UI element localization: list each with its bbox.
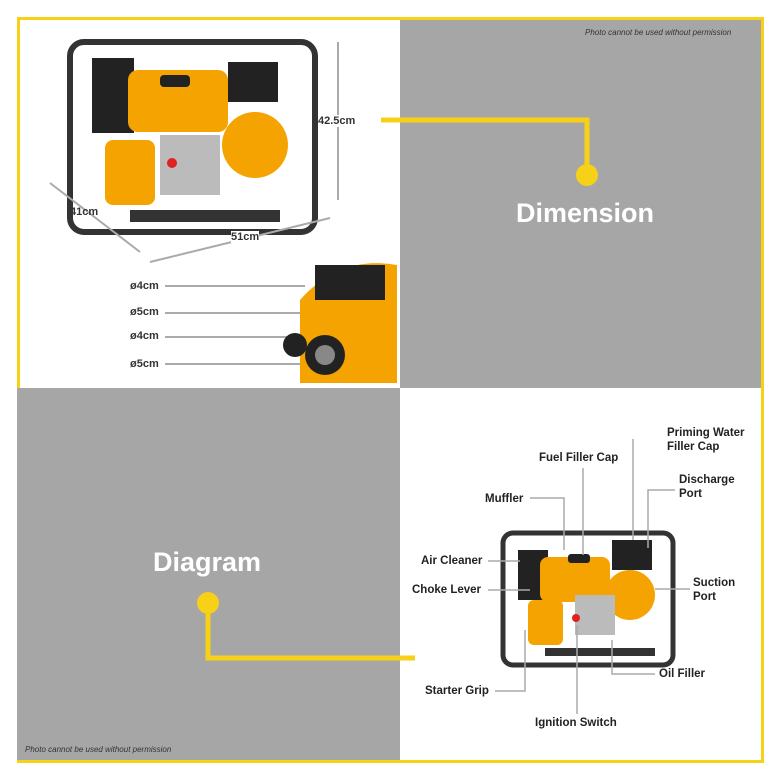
label-ignition-switch: Ignition Switch: [535, 717, 617, 729]
label-line: Discharge: [679, 474, 735, 486]
label-muffler: Muffler: [485, 493, 524, 505]
permission-notice-top: Photo cannot be used without permission: [585, 28, 732, 37]
depth-label: 41cm: [70, 206, 99, 218]
label-air-cleaner: Air Cleaner: [421, 555, 483, 567]
port-diameter-label: ø5cm: [130, 306, 159, 318]
label-line: Filler Cap: [667, 441, 720, 453]
port-diameter-label: ø4cm: [130, 280, 159, 292]
label-line: Port: [679, 488, 702, 500]
port-diameter-label: ø4cm: [130, 330, 159, 342]
dimension-title-panel: [400, 20, 761, 388]
permission-notice-bottom: Photo cannot be used without permission: [25, 745, 172, 754]
pump-image-diagram: [500, 530, 676, 668]
pump-closeup-image: [283, 263, 397, 383]
label-oil-filler: Oil Filler: [659, 668, 706, 680]
dimension-title: Dimension: [516, 198, 655, 228]
label-fuel-filler-cap: Fuel Filler Cap: [539, 452, 619, 464]
dimension-connector: [381, 117, 590, 175]
port-diameter-label: ø5cm: [130, 358, 159, 370]
diagram-connector: [205, 603, 415, 661]
height-label: 42.5cm: [318, 115, 356, 127]
label-choke-lever: Choke Lever: [412, 584, 482, 596]
label-line: Suction: [693, 577, 736, 589]
width-label: 51cm: [231, 231, 260, 243]
pump-image-dimension: [67, 39, 318, 235]
label-starter-grip: Starter Grip: [425, 685, 489, 697]
label-line: Port: [693, 591, 716, 603]
diagram-title-panel: [17, 388, 400, 760]
diagram-title: Diagram: [153, 547, 262, 577]
label-line: Priming Water: [667, 427, 745, 439]
